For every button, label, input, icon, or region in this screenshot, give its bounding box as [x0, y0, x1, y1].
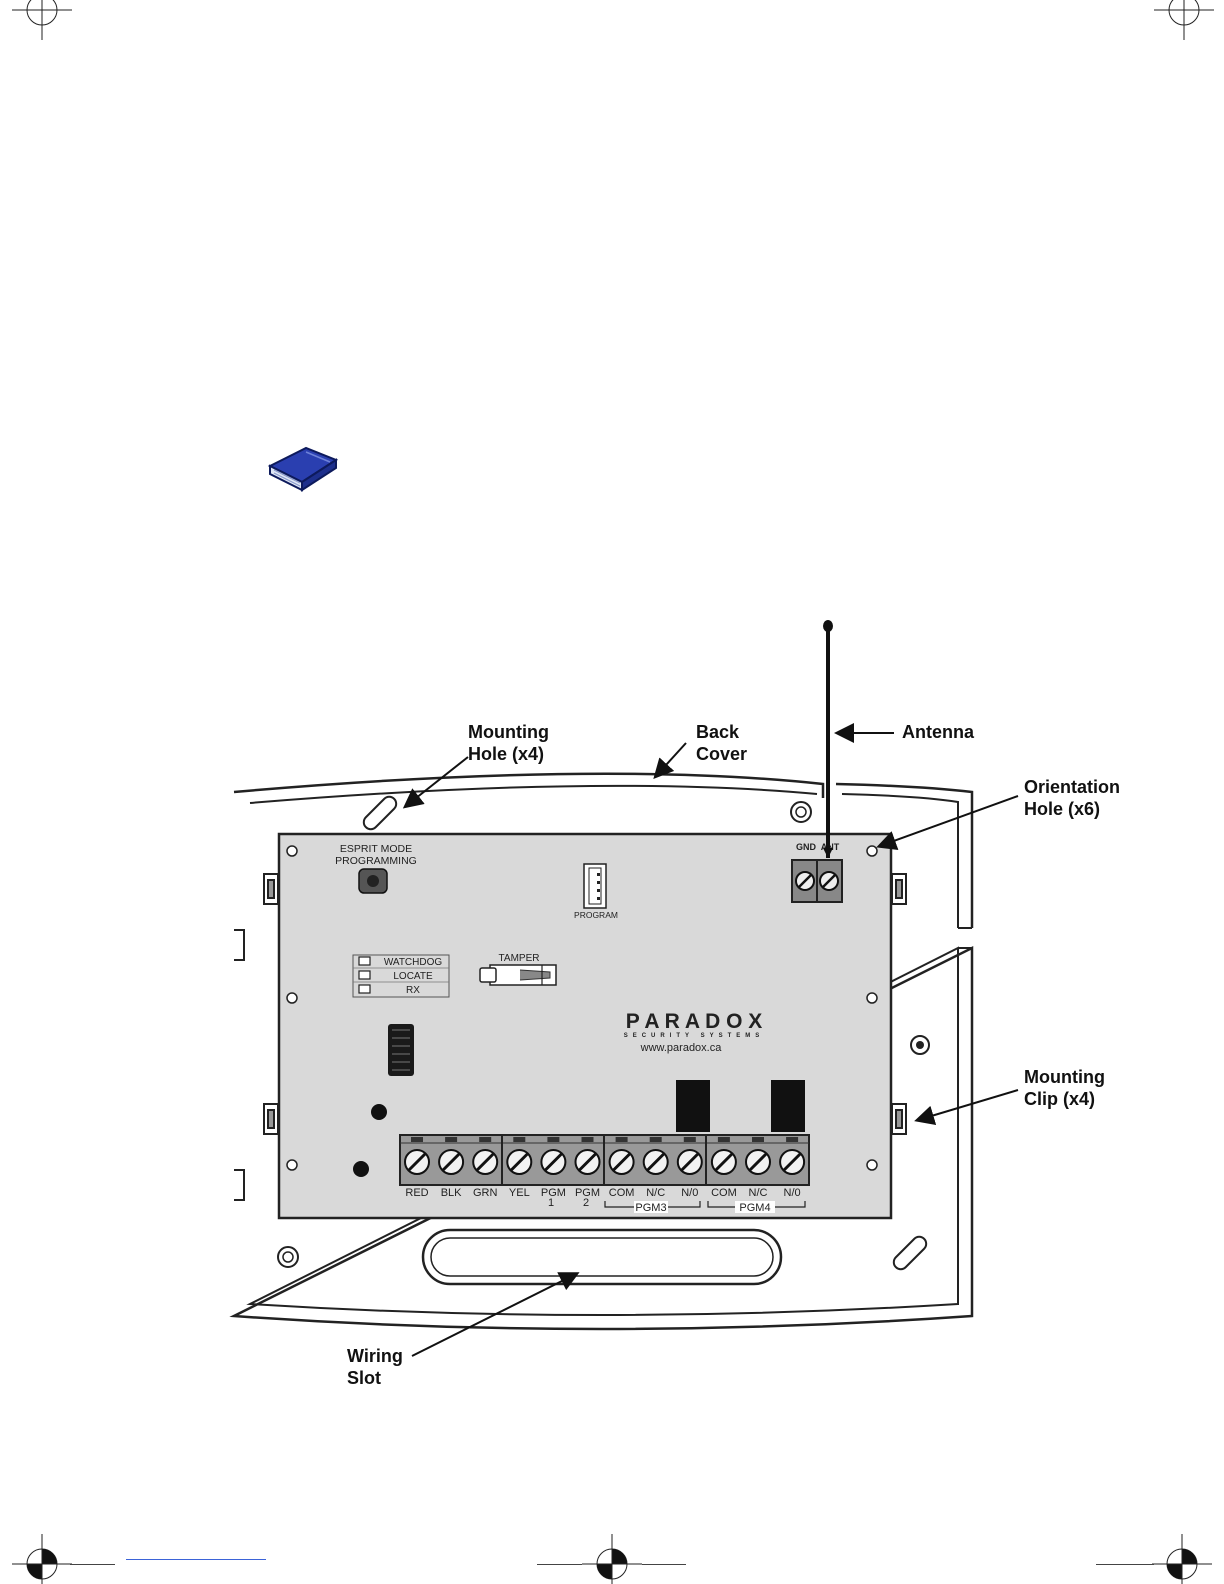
callout-line: Mounting — [1024, 1066, 1105, 1088]
crop-rule — [70, 1564, 115, 1565]
tamper-label: TAMPER — [499, 953, 540, 964]
registration-mark-icon — [12, 0, 72, 40]
terminal-tab — [718, 1137, 730, 1142]
relay — [771, 1080, 805, 1132]
antenna-callout: Antenna — [902, 721, 974, 743]
terminal-tab — [411, 1137, 423, 1142]
board-component — [371, 1104, 387, 1120]
watchdog-led-label: WATCHDOG — [384, 957, 443, 968]
tamper-switch — [480, 965, 556, 985]
terminal-label: N/0 — [784, 1187, 801, 1199]
antenna-terminal-block — [792, 860, 842, 902]
terminal-label: YEL — [509, 1187, 530, 1199]
terminal-tab — [650, 1137, 662, 1142]
esprit-mode-label: ESPRIT MODE — [340, 843, 412, 855]
crop-rule — [1096, 1564, 1154, 1565]
terminal-tab — [752, 1137, 764, 1142]
crop-rule — [537, 1564, 582, 1565]
registration-mark-icon — [12, 1534, 72, 1584]
receiver-diagram: ESPRIT MODE PROGRAMMING PROGRAM GND ANT — [220, 610, 1150, 1410]
terminal-label: N/C — [646, 1187, 665, 1199]
registration-mark-icon — [582, 1534, 642, 1584]
pgm2-number: 2 — [583, 1197, 589, 1209]
rx-led-label: RX — [406, 985, 420, 996]
callout-line: Slot — [347, 1367, 403, 1389]
callout-line: Hole (x4) — [468, 743, 549, 765]
terminal-tab — [547, 1137, 559, 1142]
terminal-tab — [445, 1137, 457, 1142]
terminal-label: COM — [609, 1187, 635, 1199]
brand-subtitle: SECURITY SYSTEMS — [624, 1033, 765, 1039]
pgm3-group-label: PGM3 — [635, 1202, 666, 1214]
callout-line: Hole (x6) — [1024, 798, 1120, 820]
pgm1-number: 1 — [548, 1197, 554, 1209]
pgm4-group-label: PGM4 — [739, 1202, 770, 1214]
callout-line: Clip (x4) — [1024, 1088, 1105, 1110]
board-component — [353, 1161, 369, 1177]
terminal-tab — [786, 1137, 798, 1142]
ic-chip — [388, 1024, 414, 1076]
program-connector — [584, 864, 606, 908]
mounting-clip-callout: Mounting Clip (x4) — [1024, 1066, 1105, 1110]
callout-line: Wiring — [347, 1345, 403, 1367]
terminal-label: N/0 — [681, 1187, 698, 1199]
terminal-tab — [513, 1137, 525, 1142]
terminal-tab — [616, 1137, 628, 1142]
terminal-tab — [582, 1137, 594, 1142]
terminal-tab — [479, 1137, 491, 1142]
orientation-hole-callout: Orientation Hole (x6) — [1024, 776, 1120, 820]
brand-logo: P A R A D O X — [626, 1010, 763, 1033]
terminal-label: N/C — [749, 1187, 768, 1199]
crop-rule — [642, 1564, 686, 1565]
callout-line: Back — [696, 721, 747, 743]
book-icon — [262, 438, 342, 496]
terminal-label: RED — [405, 1187, 428, 1199]
program-label: PROGRAM — [574, 910, 618, 920]
relay — [676, 1080, 710, 1132]
terminal-label: BLK — [441, 1187, 462, 1199]
back-cover-callout: Back Cover — [696, 721, 747, 765]
wiring-slot-callout: Wiring Slot — [347, 1345, 403, 1389]
callout-line: Mounting — [468, 721, 549, 743]
terminal-tab — [684, 1137, 696, 1142]
programming-label: PROGRAMMING — [335, 855, 417, 867]
callout-line: Antenna — [902, 721, 974, 743]
mounting-hole-callout: Mounting Hole (x4) — [468, 721, 549, 765]
terminal-label: COM — [711, 1187, 737, 1199]
back-cover-leader — [656, 743, 686, 776]
gnd-label: GND — [796, 842, 817, 852]
callout-line: Cover — [696, 743, 747, 765]
callout-line: Orientation — [1024, 776, 1120, 798]
antenna-wire — [823, 620, 833, 858]
registration-mark-icon — [1152, 1534, 1212, 1584]
crop-rule — [126, 1559, 266, 1560]
website-label: www.paradox.ca — [640, 1042, 723, 1054]
registration-mark-icon — [1154, 0, 1214, 40]
terminal-label: GRN — [473, 1187, 498, 1199]
locate-led-label: LOCATE — [393, 971, 433, 982]
wiring-slot — [423, 1230, 781, 1284]
